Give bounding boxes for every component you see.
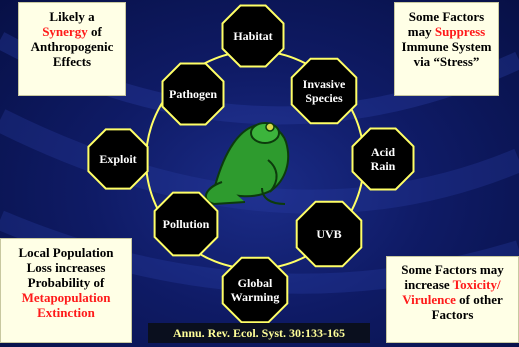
node-pathogen-label: Pathogen xyxy=(169,87,217,101)
synergy-highlight: Synergy xyxy=(42,24,88,39)
immune-note-line-3: Immune System xyxy=(395,39,498,54)
frog-icon xyxy=(206,123,288,204)
node-exploit-label: Exploit xyxy=(99,152,136,166)
immune-note-line-1: Some Factors xyxy=(395,9,498,24)
metapop-note-line-1: Local Population xyxy=(1,245,131,260)
toxicity-note-line-1: Some Factors may xyxy=(387,262,518,277)
immune-stress-note: Some Factors may Suppress Immune System … xyxy=(394,2,499,96)
metapop-note-line-3: Probability of xyxy=(1,275,131,290)
node-uvb-label: UVB xyxy=(316,227,341,241)
synergy-note: Likely a Synergy of Anthropogenic Effect… xyxy=(18,2,126,96)
synergy-note-line-3: Anthropogenic xyxy=(19,39,125,54)
node-pollution-label: Pollution xyxy=(163,217,210,231)
toxicity-note-line-4: Factors xyxy=(387,307,518,322)
synergy-note-line-1: Likely a xyxy=(19,9,125,24)
extinction-highlight: Extinction xyxy=(1,305,131,320)
toxicity-note-line-3-rest: of other xyxy=(456,292,503,307)
metapop-note-line-2: Loss increases xyxy=(1,260,131,275)
immune-note-line-4: via “Stress” xyxy=(395,54,498,69)
synergy-note-line-4: Effects xyxy=(19,54,125,69)
metapopulation-note: Local Population Loss increases Probabil… xyxy=(0,238,132,343)
toxicity-note-line-2-prefix: increase xyxy=(404,277,452,292)
synergy-note-line-2-rest: of xyxy=(88,24,102,39)
metapopulation-highlight: Metapopulation xyxy=(1,290,131,305)
citation: Annu. Rev. Ecol. Syst. 30:133-165 xyxy=(148,323,370,343)
suppress-highlight: Suppress xyxy=(435,24,485,39)
node-habitat-label: Habitat xyxy=(233,29,272,43)
virulence-highlight: Virulence xyxy=(402,292,456,307)
toxicity-note: Some Factors may increase Toxicity/ Viru… xyxy=(386,256,519,343)
toxicity-highlight: Toxicity/ xyxy=(453,277,501,292)
immune-note-line-2-prefix: may xyxy=(408,24,435,39)
